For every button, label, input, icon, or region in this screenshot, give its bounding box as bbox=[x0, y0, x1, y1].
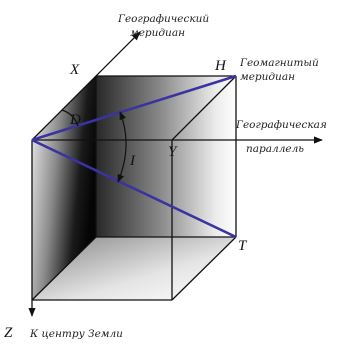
h-vector bbox=[31, 74, 237, 142]
x-axis-label: X bbox=[69, 62, 80, 78]
inclination-angle-arc bbox=[117, 111, 127, 183]
z-axis-label: Z bbox=[4, 325, 13, 341]
h-label: H bbox=[214, 58, 227, 74]
geo-parallel-caption-line2: параллель bbox=[246, 143, 304, 155]
declination-angle-arc bbox=[61, 109, 79, 127]
box-left-face bbox=[32, 76, 96, 300]
declination-label: D bbox=[69, 112, 81, 128]
geo-parallel-caption: Географическая bbox=[235, 119, 327, 131]
geo-meridian-caption: Географический bbox=[117, 13, 209, 25]
geo-meridian-caption-line2: меридиан bbox=[130, 27, 185, 39]
mag-meridian-caption: Геомагнитый bbox=[239, 57, 319, 69]
box-edges bbox=[31, 75, 237, 301]
inclination-label: I bbox=[129, 153, 136, 169]
box-bottom-face bbox=[32, 237, 236, 300]
earth-center-caption: К центру Земли bbox=[29, 328, 123, 340]
x-axis-arrow bbox=[31, 31, 141, 141]
box-front-face bbox=[96, 76, 236, 237]
t-vector bbox=[31, 138, 237, 239]
y-axis-label: Y bbox=[168, 144, 178, 160]
mag-meridian-caption-line2: меридиан bbox=[240, 71, 295, 83]
t-label: T bbox=[238, 238, 248, 254]
